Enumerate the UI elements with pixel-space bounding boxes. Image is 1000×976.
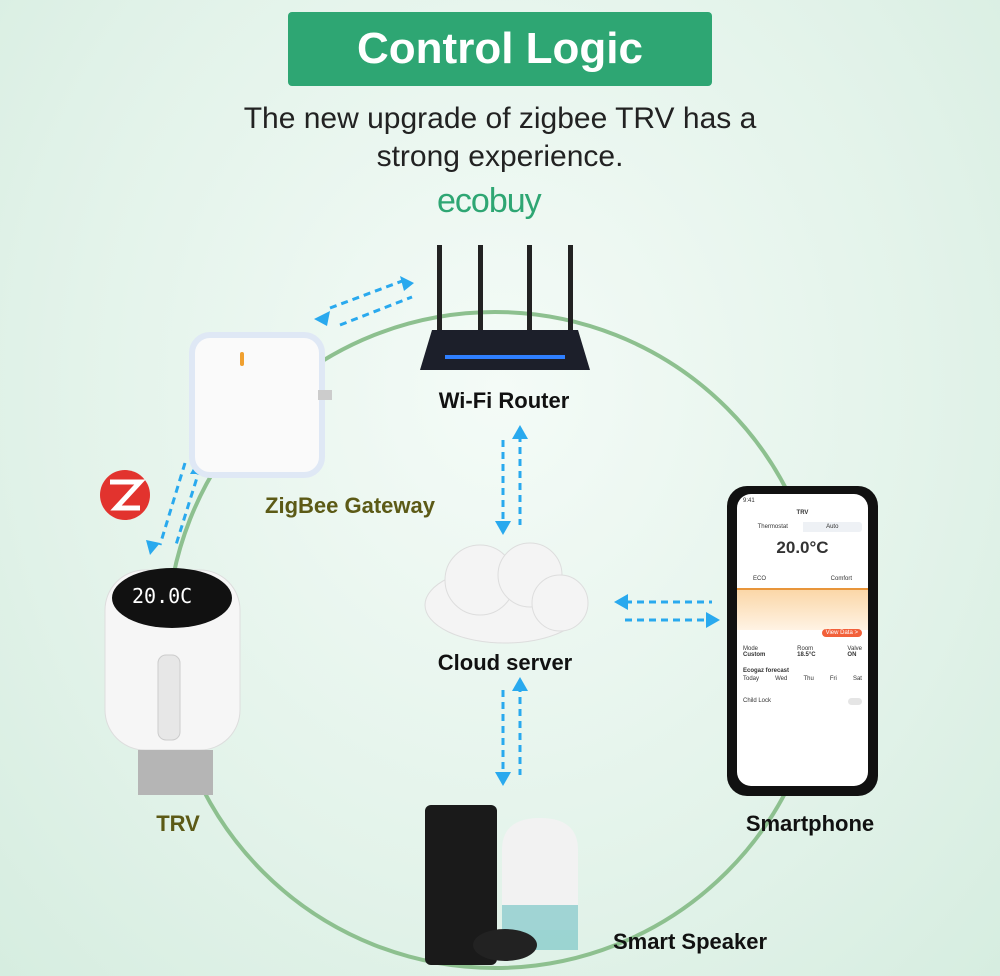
subtitle-line-2: strong experience. — [376, 140, 624, 173]
stat-label: Mode — [743, 646, 759, 652]
brand-logo: ecobuy — [437, 182, 542, 220]
arrow-gateway-trv — [158, 462, 202, 549]
trv-label: TRV — [156, 811, 200, 836]
router-image — [420, 245, 590, 370]
trv-display: 20.0C — [132, 584, 193, 608]
phone-label: Smartphone — [745, 811, 875, 836]
phone-time: 9:41 — [743, 498, 755, 504]
speaker-label: Smart Speaker — [612, 929, 768, 954]
stat-value: 18.5°C — [797, 652, 816, 658]
temperature-readout: 20.0°C — [776, 538, 829, 557]
eco-mode[interactable]: ECO — [753, 576, 767, 582]
forecast-day: Thu — [803, 676, 814, 682]
forecast-day: Fri — [829, 676, 837, 682]
smart-speaker-image — [425, 805, 578, 965]
stat-label: Valve — [847, 646, 862, 652]
arrow-router-cloud — [501, 435, 522, 525]
child-lock-toggle[interactable] — [848, 698, 862, 705]
subtitle-line-1: The new upgrade of zigbee TRV has a — [243, 102, 757, 135]
view-data-button[interactable]: View Data > — [821, 629, 862, 637]
stat-label: Room — [797, 646, 814, 652]
zigbee-gateway-image — [189, 332, 332, 478]
app-title: TRV — [796, 510, 809, 516]
arrow-cloud-phone — [625, 600, 712, 622]
arrow-gateway-router — [329, 278, 413, 327]
cloud-image — [424, 542, 589, 644]
title-banner: Control Logic — [288, 12, 712, 86]
cloud-label: Cloud server — [437, 650, 573, 675]
forecast-day: Sat — [852, 676, 862, 682]
tab-thermostat[interactable]: Thermostat — [743, 522, 803, 532]
arrow-heads — [146, 276, 720, 786]
tab-auto[interactable]: Auto — [826, 524, 839, 530]
forecast-day: Today — [743, 676, 760, 682]
zigbee-logo-icon — [100, 470, 150, 520]
phone-screen: 9:41 TRV Thermostat Auto 20.0°C ECO Comfo… — [737, 494, 868, 786]
stat-value: Custom — [743, 652, 766, 658]
forecast-day: Wed — [775, 676, 788, 682]
trv-image — [104, 568, 241, 795]
stat-value: ON — [847, 652, 857, 658]
child-lock-label: Child Lock — [743, 698, 772, 704]
arrow-cloud-speaker — [501, 685, 522, 778]
comfort-mode[interactable]: Comfort — [830, 576, 852, 582]
data-arrows — [158, 278, 712, 778]
forecast-title: Ecogaz forecast — [743, 668, 790, 674]
gateway-label: ZigBee Gateway — [265, 493, 435, 518]
router-label: Wi-Fi Router — [438, 388, 570, 413]
